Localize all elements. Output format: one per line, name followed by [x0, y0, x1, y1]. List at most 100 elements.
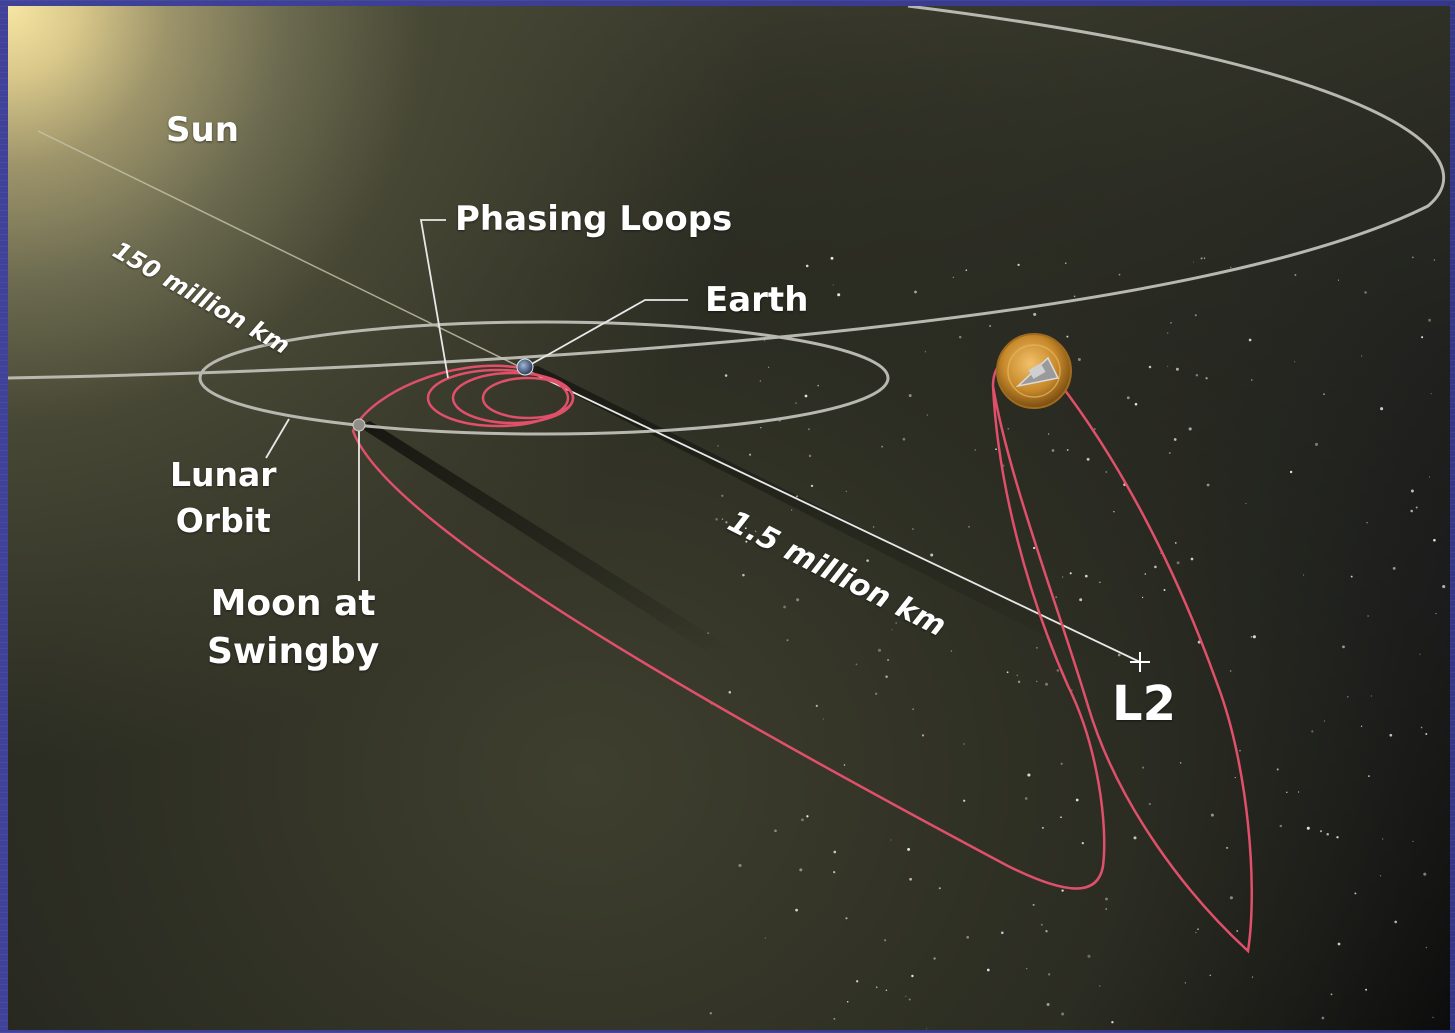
star: [805, 264, 809, 268]
star: [875, 986, 878, 989]
phasing-loop: [426, 368, 570, 428]
star: [1148, 802, 1151, 806]
star: [1321, 1016, 1325, 1020]
diagram-graphics: [8, 6, 1446, 1030]
l2-marker: [1130, 652, 1150, 672]
star: [1188, 427, 1192, 431]
star: [1306, 826, 1310, 830]
star: [1430, 392, 1432, 395]
star: [846, 1000, 849, 1003]
star: [866, 559, 869, 562]
star: [760, 427, 762, 429]
star: [1061, 889, 1064, 892]
star: [1342, 645, 1345, 649]
star: [1167, 332, 1169, 334]
star: [1073, 295, 1076, 298]
star: [1394, 920, 1398, 924]
star: [1289, 470, 1293, 474]
star: [1415, 506, 1418, 509]
star: [807, 428, 810, 431]
star: [1279, 824, 1283, 828]
star: [1179, 762, 1182, 764]
star: [1366, 521, 1368, 524]
star: [1200, 257, 1203, 260]
star: [1226, 846, 1229, 849]
star: [1412, 256, 1414, 259]
star: [837, 293, 841, 297]
star: [1071, 689, 1073, 691]
star: [1036, 647, 1038, 649]
star: [1245, 503, 1247, 505]
star: [989, 324, 992, 328]
star: [1210, 813, 1214, 817]
star: [1055, 596, 1058, 599]
phasing-loops-leader: [419, 219, 449, 379]
star: [1051, 449, 1055, 452]
star: [1184, 982, 1186, 984]
star: [872, 526, 875, 528]
star: [886, 658, 890, 662]
star: [1045, 682, 1048, 686]
star: [1105, 897, 1108, 901]
star: [1365, 988, 1368, 991]
star: [1419, 653, 1421, 655]
star: [843, 764, 846, 766]
earth-icon: [516, 358, 534, 376]
star: [1087, 954, 1091, 958]
star: [1056, 669, 1060, 672]
star: [966, 935, 970, 939]
star: [724, 374, 728, 377]
star: [783, 605, 786, 609]
star: [1380, 407, 1384, 411]
star: [974, 449, 977, 451]
star: [754, 530, 757, 533]
star: [1126, 396, 1130, 400]
l2-label: L2: [1112, 676, 1176, 732]
star: [1323, 720, 1326, 722]
star: [963, 799, 966, 802]
star: [1176, 561, 1180, 565]
star: [1294, 273, 1297, 277]
star: [1173, 438, 1177, 441]
star: [1442, 585, 1446, 589]
star: [986, 968, 990, 972]
star: [1144, 573, 1147, 575]
star: [890, 839, 892, 841]
star: [1170, 321, 1172, 324]
star: [1360, 355, 1363, 357]
star: [1248, 338, 1252, 342]
star: [1133, 836, 1137, 840]
star: [830, 256, 834, 260]
star: [1425, 946, 1428, 949]
star: [1336, 836, 1339, 839]
phasing-loops-label: Phasing Loops: [455, 199, 733, 239]
earth-orbit-path: [8, 6, 1445, 380]
star: [833, 870, 836, 874]
star: [1167, 365, 1169, 367]
star: [808, 454, 812, 458]
moon-shadow: [358, 421, 728, 656]
earth-shadow: [522, 366, 1118, 666]
star: [745, 540, 748, 543]
star: [1026, 967, 1028, 970]
star: [1032, 903, 1035, 906]
star: [1075, 798, 1079, 802]
star: [1105, 471, 1108, 473]
star: [885, 675, 888, 678]
star: [1033, 546, 1036, 550]
star: [832, 284, 834, 286]
star: [926, 414, 928, 416]
star: [1209, 974, 1211, 976]
star: [1433, 538, 1436, 542]
leader-lines: [265, 219, 688, 581]
star: [1077, 358, 1081, 361]
star: [1326, 833, 1329, 836]
star: [950, 650, 952, 652]
star: [1420, 726, 1423, 729]
star: [1190, 557, 1194, 561]
star: [1412, 840, 1414, 842]
star: [1234, 777, 1236, 779]
star: [1017, 680, 1021, 684]
star: [1370, 695, 1372, 697]
star: [810, 484, 814, 488]
